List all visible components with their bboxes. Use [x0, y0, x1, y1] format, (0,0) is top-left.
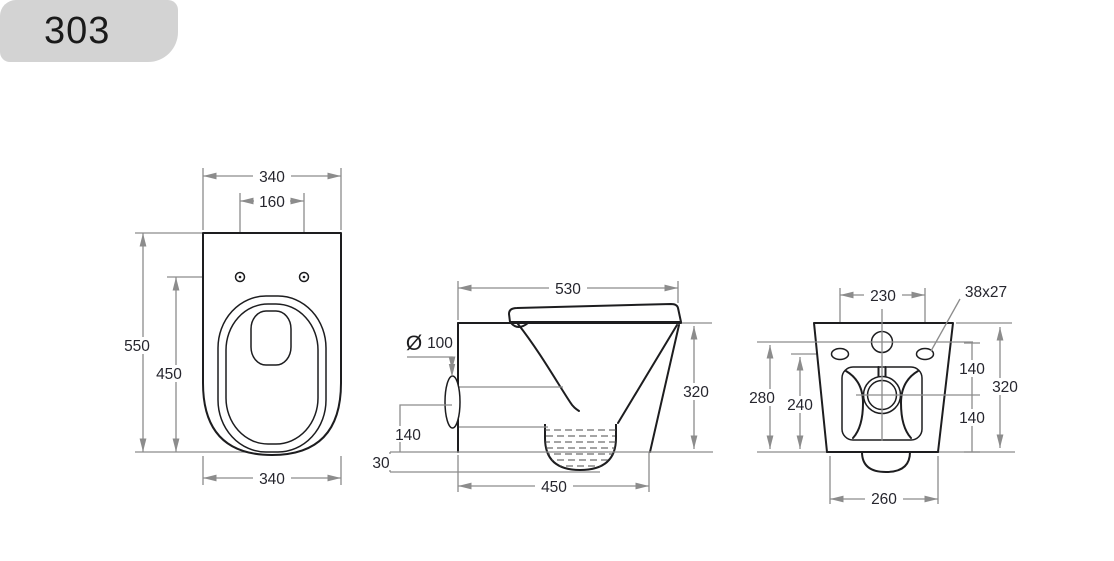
- water-trap: [544, 424, 617, 471]
- outlet-housing-right-wing: [900, 370, 919, 439]
- dim-overall-height-back: 320: [986, 327, 1024, 448]
- seat-fixing-hole-right-dot: [302, 275, 306, 279]
- dim-hole-spacing-label: 160: [259, 194, 285, 211]
- dim-overall-depth-label: 550: [124, 338, 150, 355]
- dim-fixing-hole-spacing: 230: [840, 286, 925, 305]
- dim-base-length-label: 450: [541, 479, 567, 496]
- dim-floor-clearance-label: 30: [372, 455, 390, 472]
- dim-base-width: 260: [830, 490, 938, 508]
- dim-inlet-to-outlet-label: 140: [959, 361, 985, 378]
- outer-front-wall: [649, 324, 680, 453]
- outlet-leader-line: [407, 356, 456, 370]
- dim-outlet-center-height: 140: [393, 404, 452, 452]
- dim-overall-length: 530: [458, 279, 678, 298]
- dim-height-to-inlet-label: 280: [749, 390, 775, 407]
- outlet-pipe-ellipse: [444, 375, 461, 429]
- dim-outlet-diameter: Ø 100: [406, 332, 456, 377]
- dim-outlet-center-height-label: 140: [395, 427, 421, 444]
- outlet-housing-left-wing: [845, 370, 864, 439]
- dim-hole-spacing: 160: [240, 192, 304, 211]
- model-number: 303: [44, 9, 111, 52]
- seat-inner-ring: [225, 303, 319, 445]
- dim-height-to-fixing: 240: [781, 357, 819, 449]
- dim-bottom-width-label: 340: [259, 471, 285, 488]
- dim-floor-clearance: 30: [368, 454, 394, 472]
- seat-front-lip: [510, 322, 529, 328]
- dim-overall-height-side-label: 320: [683, 384, 709, 401]
- dim-inlet-outlet-floor: 140 140: [953, 342, 991, 453]
- dim-overall-length-label: 530: [555, 281, 581, 298]
- dim-overall-height-back-label: 320: [992, 379, 1018, 396]
- side-view: 530 Ø 100 140 30: [368, 279, 714, 496]
- dim-overall-height-side: 320: [677, 326, 714, 449]
- dim-bottom-width: 340: [203, 469, 341, 488]
- dim-base-width-label: 260: [871, 491, 897, 508]
- dim-overall-width: 340: [203, 167, 341, 186]
- inner-bowl-back-line: [617, 324, 678, 424]
- dim-fixing-hole-spacing-label: 230: [870, 288, 896, 305]
- diameter-symbol: Ø: [406, 332, 422, 355]
- dim-overall-depth: 550: [119, 233, 156, 452]
- outlet-leader-arrow: [448, 364, 456, 377]
- seat-fixing-hole-left-dot: [238, 275, 242, 279]
- dim-base-length: 450: [458, 477, 649, 496]
- dim-fixing-hole-size-label: 38x27: [965, 284, 1007, 301]
- bowl-opening: [250, 310, 292, 366]
- dim-overall-width-label: 340: [259, 169, 285, 186]
- dim-hole-offset-depth: 450: [151, 277, 188, 452]
- fixing-hole-right: [915, 347, 935, 361]
- seat-profile: [508, 303, 682, 323]
- dim-outlet-diameter-label: 100: [427, 335, 453, 352]
- dim-fixing-hole-size: 38x27: [930, 284, 1007, 352]
- back-view: 230 38x27 280 240: [743, 284, 1024, 508]
- fixing-hole-left: [830, 347, 850, 361]
- fixing-hole-leader: [930, 298, 961, 352]
- top-view: 340 160 550 450: [119, 167, 342, 488]
- dim-outlet-to-floor-label: 140: [959, 410, 985, 427]
- dim-height-to-inlet: 280: [743, 345, 781, 449]
- model-badge: 303: [0, 0, 178, 62]
- dim-height-to-fixing-label: 240: [787, 397, 813, 414]
- bowl-interior-curve: [517, 323, 580, 412]
- dim-hole-offset-depth-label: 450: [156, 366, 182, 383]
- bottom-outlet-tab: [861, 451, 911, 473]
